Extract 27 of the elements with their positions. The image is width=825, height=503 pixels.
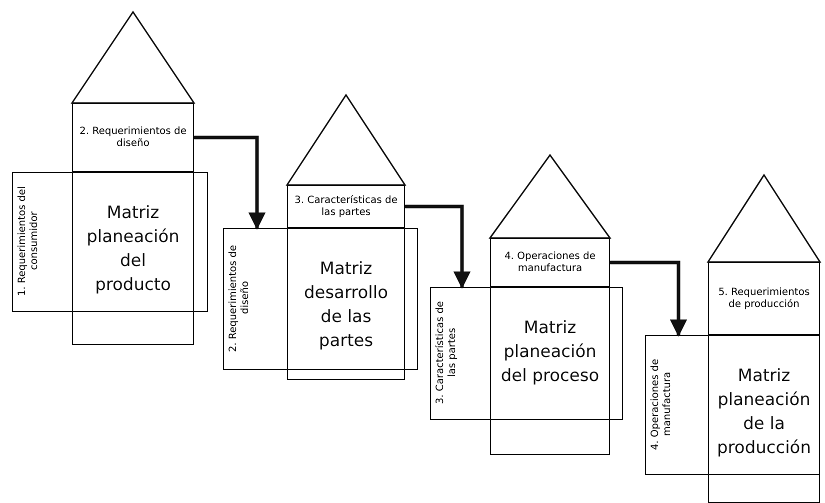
arrow bbox=[405, 204, 471, 289]
input-box bbox=[645, 335, 820, 475]
roof-triangle bbox=[286, 94, 406, 186]
matrix-box bbox=[708, 335, 820, 503]
input-box bbox=[430, 287, 623, 420]
matrix-title: Matriz desarrollo de las partes bbox=[302, 258, 390, 353]
header-box: 2. Requerimientos de diseño bbox=[72, 103, 194, 172]
matrix-title: Matriz planeación del proceso bbox=[500, 317, 600, 388]
roof-triangle bbox=[706, 174, 822, 263]
header-box: 5. Requerimientos de producción bbox=[708, 262, 820, 335]
arrow bbox=[610, 260, 688, 337]
matrix-box bbox=[287, 228, 405, 380]
rotated-label: 2. Requerimientos de diseño bbox=[228, 243, 252, 354]
input-box bbox=[12, 172, 208, 312]
matrix-box bbox=[72, 172, 194, 345]
arrow bbox=[194, 136, 266, 230]
matrix-title: Matriz planeación de la producción bbox=[716, 365, 812, 460]
rotated-label: 4. Operaciones de manufactura bbox=[650, 357, 674, 452]
rotated-label: 3. Características de las partes bbox=[435, 300, 459, 406]
roof-triangle bbox=[70, 10, 196, 104]
rotated-label: 1. Requerimientos del consumidor bbox=[17, 185, 41, 298]
matrix-title: Matriz planeación del producto bbox=[86, 202, 180, 297]
matrix-box bbox=[490, 287, 610, 455]
header-box: 4. Operaciones de manufactura bbox=[490, 238, 610, 287]
header-box: 3. Características de las partes bbox=[287, 185, 405, 228]
roof-triangle bbox=[488, 154, 612, 239]
input-box bbox=[223, 228, 418, 370]
